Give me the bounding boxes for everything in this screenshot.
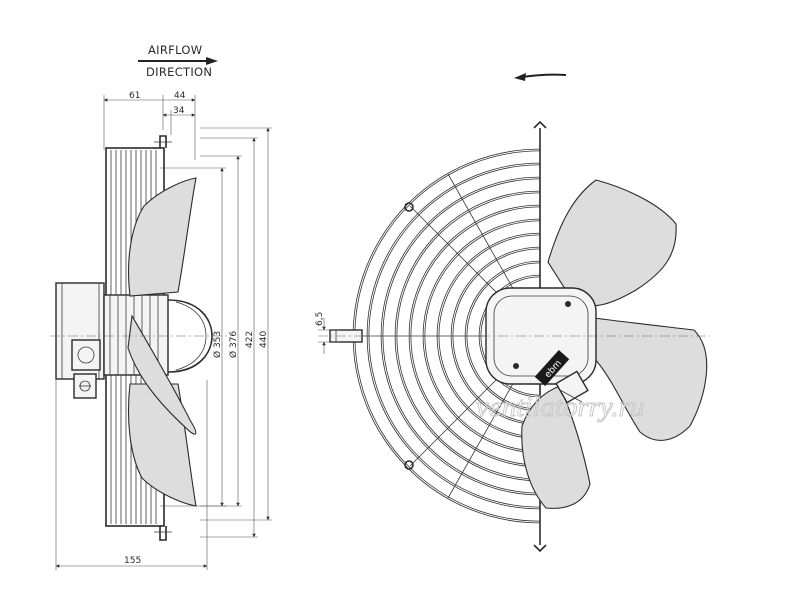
- dim-dia-376: Ø 376: [228, 331, 239, 358]
- dim-dia-353: Ø 353: [212, 331, 223, 358]
- bottom-bracket: [533, 544, 547, 553]
- side-view: 61 44 34: [50, 91, 272, 570]
- shaft-dimension: 6,5: [315, 312, 340, 354]
- dim-61: 61: [129, 91, 140, 101]
- hub-screw: [565, 301, 571, 307]
- front-hub: ebm: [485, 287, 597, 404]
- vertical-dimensions: Ø 353 Ø 376 422 440: [212, 127, 270, 538]
- top-dimensions: 61 44 34: [103, 91, 196, 160]
- dim-44: 44: [174, 91, 186, 101]
- airflow-label-line2: DIRECTION: [146, 65, 212, 79]
- dim-422: 422: [245, 331, 255, 348]
- hub-screw: [513, 363, 519, 369]
- side-blades: [127, 177, 197, 507]
- dim-440: 440: [259, 331, 269, 348]
- front-view: ebm 6,5: [315, 73, 710, 553]
- front-blades: [521, 179, 708, 509]
- rotation-arrow-icon: [514, 73, 567, 81]
- airflow-label-line1: AIRFLOW: [148, 43, 202, 57]
- watermark-text: ventilatorry.ru: [476, 391, 644, 423]
- airflow-direction-label: AIRFLOW DIRECTION: [138, 43, 218, 79]
- airflow-arrow-icon: [138, 57, 218, 65]
- dim-155: 155: [124, 556, 141, 566]
- bottom-dimension: 155: [55, 380, 208, 570]
- top-bracket: [533, 120, 547, 129]
- dim-6-5: 6,5: [315, 312, 325, 326]
- dim-34: 34: [173, 106, 185, 116]
